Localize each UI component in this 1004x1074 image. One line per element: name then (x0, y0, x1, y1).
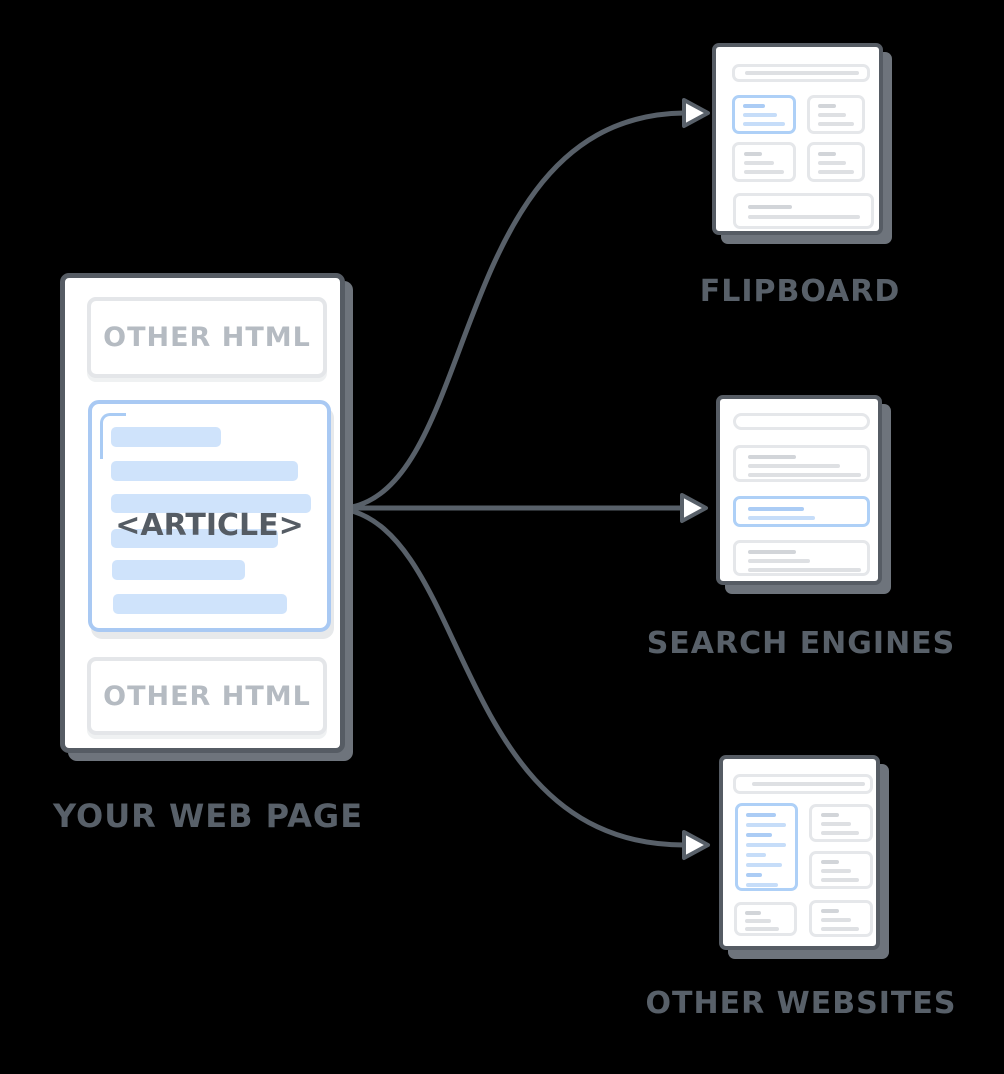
flipboard-article-tile (732, 95, 796, 134)
connector-to-flipboard (349, 110, 687, 510)
skeleton-line (744, 161, 774, 165)
search-engines-caption: SEARCH ENGINES (646, 626, 956, 661)
skeleton-line (821, 909, 839, 913)
skeleton-line (743, 122, 785, 126)
website-tile (734, 902, 797, 936)
skeleton-line (744, 152, 762, 156)
corner-bracket-icon (100, 413, 126, 459)
website-tile (809, 900, 873, 937)
skeleton-line (745, 927, 779, 931)
article-text-line (111, 461, 298, 481)
arrowhead-search-engines-icon (680, 493, 708, 523)
skeleton-line (746, 853, 766, 857)
skeleton-line (743, 113, 777, 117)
skeleton-line (821, 869, 851, 873)
skeleton-line (821, 878, 859, 882)
search-bar-box (733, 413, 870, 430)
article-text-line (111, 529, 278, 548)
arrowhead-other-websites-icon (682, 830, 710, 860)
other-websites-caption: OTHER WEBSITES (645, 986, 957, 1021)
skeleton-line (746, 883, 778, 887)
article-text-line (112, 560, 245, 580)
skeleton-line (746, 843, 786, 847)
website-header-box (733, 774, 873, 794)
flipboard-tile (807, 95, 865, 134)
skeleton-line (748, 464, 840, 468)
skeleton-line (746, 813, 776, 817)
skeleton-line (818, 104, 836, 108)
article-block: <ARTICLE> (88, 400, 331, 632)
skeleton-line (745, 911, 761, 915)
skeleton-line (821, 822, 851, 826)
search-result-box (733, 445, 870, 482)
other-websites-card (719, 755, 880, 950)
skeleton-line (821, 860, 839, 864)
skeleton-line (748, 205, 792, 209)
skeleton-line (745, 919, 771, 923)
skeleton-line (821, 927, 859, 931)
skeleton-line (748, 507, 804, 511)
skeleton-line (748, 455, 796, 459)
arrowhead-flipboard-icon (682, 98, 710, 128)
article-text-line (111, 494, 311, 513)
flipboard-footer-box (733, 193, 874, 229)
skeleton-line (752, 782, 865, 786)
flipboard-tile (732, 142, 796, 182)
skeleton-line (818, 161, 846, 165)
your-web-page-card: OTHER HTML <ARTICLE> OTHER HTML (60, 273, 345, 753)
skeleton-line (746, 833, 772, 837)
skeleton-line (746, 863, 782, 867)
skeleton-line (746, 873, 762, 877)
skeleton-line (748, 215, 860, 219)
skeleton-line (748, 550, 796, 554)
your-web-page-caption: YOUR WEB PAGE (52, 797, 364, 835)
flipboard-card (712, 43, 883, 235)
skeleton-line (748, 568, 861, 572)
flipboard-header-box (732, 64, 870, 82)
flipboard-tile (807, 142, 865, 182)
search-result-article-box (733, 496, 870, 527)
article-tag-label: <ARTICLE> (115, 508, 304, 543)
connector-to-other-websites (349, 508, 687, 848)
other-html-top-block: OTHER HTML (87, 297, 327, 378)
other-html-bottom-label: OTHER HTML (103, 680, 311, 712)
search-result-box (733, 540, 870, 576)
skeleton-line (818, 113, 846, 117)
skeleton-line (818, 152, 836, 156)
skeleton-line (745, 71, 859, 75)
skeleton-line (743, 104, 765, 108)
skeleton-line (818, 170, 854, 174)
website-tile (809, 851, 873, 889)
article-text-line (113, 594, 287, 614)
skeleton-line (748, 473, 861, 477)
skeleton-line (746, 823, 786, 827)
skeleton-line (821, 918, 851, 922)
article-text-line (111, 427, 221, 447)
other-html-top-label: OTHER HTML (103, 322, 311, 353)
website-tile (809, 804, 873, 842)
skeleton-line (821, 813, 839, 817)
website-article-box (735, 803, 798, 891)
skeleton-line (818, 122, 854, 126)
skeleton-line (748, 559, 810, 563)
other-html-bottom-block: OTHER HTML (87, 657, 327, 735)
skeleton-line (748, 516, 815, 520)
skeleton-line (821, 831, 859, 835)
flipboard-caption: FLIPBOARD (699, 274, 901, 309)
search-engines-card (716, 395, 882, 585)
skeleton-line (744, 170, 784, 174)
